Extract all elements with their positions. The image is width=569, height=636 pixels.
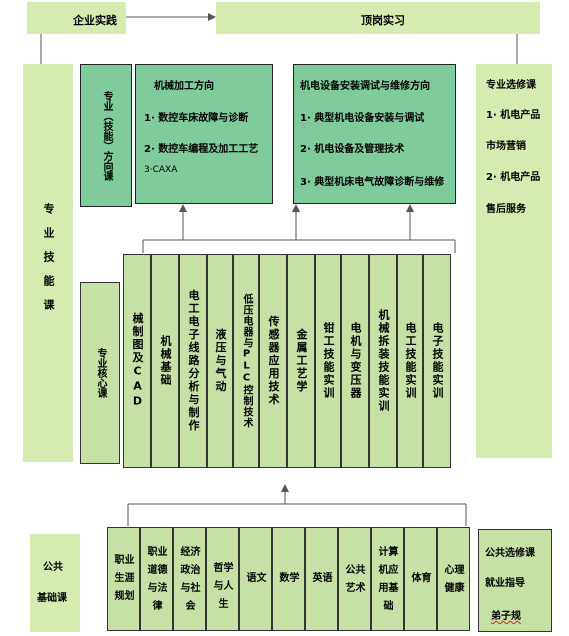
public-course-cell: 计算机应用基础 (371, 527, 404, 631)
direction-machining-item-1: 1· 数控车床故障与诊断 (144, 113, 249, 124)
core-course-cell: 电工电子线路分析与制作 (179, 254, 207, 468)
public-course-cell: 经济政治与社会 (173, 527, 206, 631)
core-course-cell: 钳工技能实训 (315, 254, 341, 468)
direction-electromech-item-1: 1· 典型机电设备安装与调试 (300, 113, 425, 124)
public-basic-label-2: 基础课 (37, 593, 67, 604)
public-basic-box: 公共 基础课 (30, 534, 80, 632)
enterprise-practice-box: 企业实践 (27, 2, 126, 34)
public-course-cell: 哲学与人生 (206, 527, 239, 631)
core-course-label-box: 专业核心课 (80, 282, 120, 464)
core-course-name: 液压与气动 (214, 328, 227, 394)
direction-machining-item-3: 3·CAXA (144, 165, 178, 175)
professional-skill-label: 专业技能课 (42, 203, 55, 323)
public-course-name: 计算机应用基础 (378, 547, 399, 612)
public-course-name: 经济政治与社会 (180, 547, 201, 612)
direction-electromech-item-2: 2· 机电设备及管理技术 (300, 144, 405, 155)
elective-professional-item-1: 1· 机电产品 (486, 110, 541, 121)
public-course-cell: 职业生涯规划 (107, 527, 140, 631)
direction-machining-box: 机械加工方向 1· 数控车床故障与诊断 2· 数控车编程及加工工艺 3·CAXA (135, 64, 273, 204)
public-course-name: 体育 (411, 573, 432, 584)
core-course-label: 专业核心课 (95, 348, 106, 398)
elective-public-item-1: 就业指导 (485, 578, 525, 589)
public-course-name: 哲学与人生 (213, 563, 234, 610)
direction-electromech-item-3: 3· 典型机床电气故障诊断与维修 (300, 177, 445, 188)
enterprise-practice-label: 企业实践 (73, 14, 117, 27)
elective-professional-title: 专业选修课 (486, 80, 536, 91)
direction-electromech-box: 机电设备安装调试与维修方向 1· 典型机电设备安装与调试 2· 机电设备及管理技… (293, 64, 456, 204)
core-course-cell: 械制图及CAD (123, 254, 151, 468)
public-course-name: 公共艺术 (345, 565, 366, 594)
public-course-name: 职业道德与法律 (147, 547, 168, 612)
public-course-cell: 语文 (239, 527, 272, 631)
direction-machining-title: 机械加工方向 (154, 81, 214, 92)
core-course-name: 机械拆装技能实训 (377, 309, 390, 413)
public-course-cell: 公共艺术 (338, 527, 371, 631)
elective-public-box: 公共选修课 就业指导 弟子规 (478, 529, 552, 632)
core-course-cell: 电工技能实训 (397, 254, 423, 468)
public-basic-label-1: 公共 (43, 562, 63, 573)
elective-public-item-2: 弟子规 (491, 611, 521, 622)
public-course-name: 职业生涯规划 (114, 555, 135, 602)
core-course-name: 械制图及CAD (131, 312, 144, 410)
public-course-name: 语文 (246, 573, 267, 584)
elective-public-title: 公共选修课 (485, 548, 535, 559)
public-course-cell: 职业道德与法律 (140, 527, 173, 631)
public-course-cell: 心理健康 (437, 527, 470, 631)
direction-machining-item-2: 2· 数控车编程及加工工艺 (144, 144, 259, 155)
public-course-cell: 数学 (272, 527, 305, 631)
direction-course-label-box: 专业（技能）方向课 (80, 64, 132, 207)
core-course-name: 低压电器与PLC控制技术 (241, 293, 252, 429)
core-course-cell: 电子技能实训 (423, 254, 451, 468)
elective-professional-item-3: 2· 机电产品 (486, 172, 541, 183)
core-course-cell: 液压与气动 (207, 254, 233, 468)
public-course-name: 数学 (279, 573, 300, 584)
core-course-name: 电工电子线路分析与制作 (187, 289, 200, 433)
core-course-name: 电工技能实训 (404, 322, 417, 400)
elective-professional-item-4: 售后服务 (486, 204, 526, 215)
core-course-cell: 电机与变压器 (341, 254, 369, 468)
core-course-name: 电机与变压器 (349, 322, 362, 400)
direction-course-label: 专业（技能）方向课 (101, 90, 112, 181)
public-course-cell: 体育 (404, 527, 437, 631)
core-course-name: 传感器应用技术 (267, 315, 280, 407)
core-course-cell: 金属工艺学 (287, 254, 315, 468)
direction-electromech-title: 机电设备安装调试与维修方向 (300, 81, 430, 92)
core-course-name: 电子技能实训 (431, 322, 444, 400)
public-course-cell: 英语 (305, 527, 338, 631)
elective-professional-item-2: 市场营销 (486, 141, 526, 152)
internship-label: 顶岗实习 (361, 14, 405, 27)
core-course-name: 钳工技能实训 (322, 322, 335, 400)
public-course-name: 心理健康 (444, 565, 465, 594)
public-course-name: 英语 (312, 573, 333, 584)
core-course-name: 机械基础 (159, 335, 172, 387)
core-course-cell: 机械基础 (151, 254, 179, 468)
core-course-cell: 低压电器与PLC控制技术 (233, 254, 259, 468)
professional-skill-box: 专业技能课 (23, 64, 73, 462)
core-course-name: 金属工艺学 (295, 328, 308, 394)
elective-professional-box: 专业选修课 1· 机电产品 市场营销 2· 机电产品 售后服务 (476, 64, 552, 458)
core-course-cell: 传感器应用技术 (259, 254, 287, 468)
core-course-cell: 机械拆装技能实训 (369, 254, 397, 468)
internship-box: 顶岗实习 (216, 2, 540, 34)
